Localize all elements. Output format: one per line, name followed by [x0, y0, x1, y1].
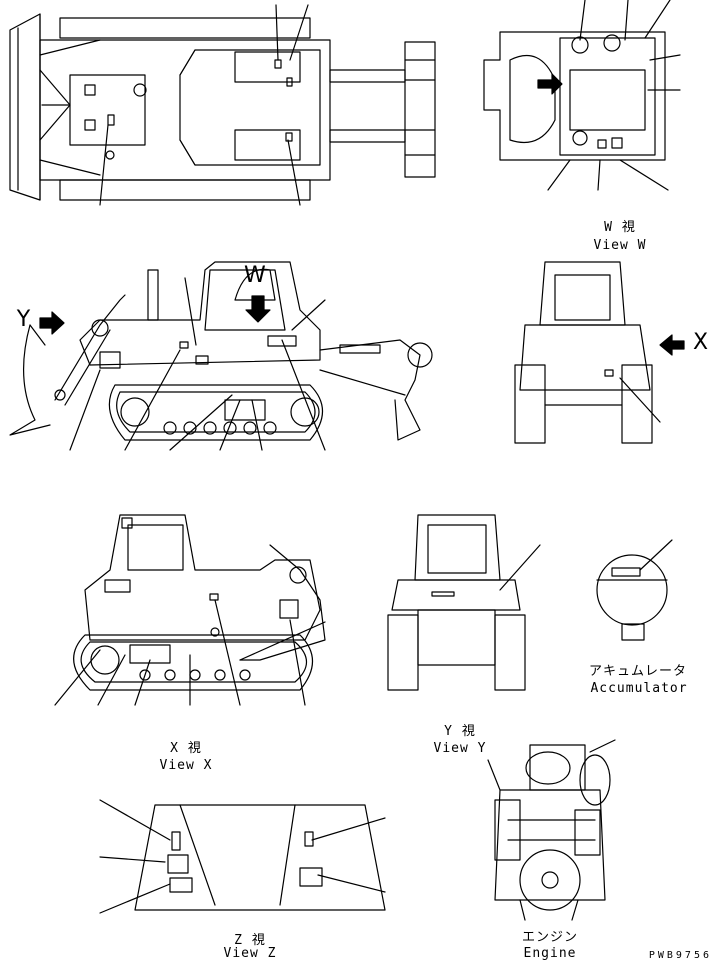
- engine-label-jp: エンジン: [521, 930, 578, 945]
- view-w-cab-top: [483, 0, 681, 191]
- arrow-label-x: X: [692, 330, 710, 355]
- view-w-label-en: View W: [593, 238, 647, 253]
- part-code: PWB9756: [648, 950, 712, 961]
- view-y-label-en: View Y: [433, 741, 487, 756]
- top-view-dozer: [9, 4, 436, 206]
- arrow-label-w: W: [244, 263, 267, 288]
- view-w-label-jp: W 視: [604, 220, 636, 235]
- accumulator-label-en: Accumulator: [590, 681, 688, 696]
- view-z-label-en: View Z: [223, 946, 277, 961]
- view-z-label-jp: Z 視: [234, 933, 266, 948]
- view-x-label-jp: X 視: [170, 741, 202, 756]
- view-y-label-jp: Y 視: [444, 724, 476, 739]
- side-view-dozer: [9, 261, 433, 451]
- view-z-drawing: [99, 799, 386, 914]
- engine-label-en: Engine: [523, 946, 577, 961]
- view-x-side: [54, 514, 326, 706]
- accumulator-drawing: [596, 539, 673, 641]
- view-x-label-en: View X: [159, 758, 213, 773]
- arrow-label-y: Y: [16, 307, 32, 332]
- rear-view-top-right: [514, 261, 685, 444]
- accumulator-label-jp: アキュムレータ: [588, 664, 687, 679]
- engine-drawing: [487, 739, 616, 921]
- front-view-middle: [387, 514, 541, 691]
